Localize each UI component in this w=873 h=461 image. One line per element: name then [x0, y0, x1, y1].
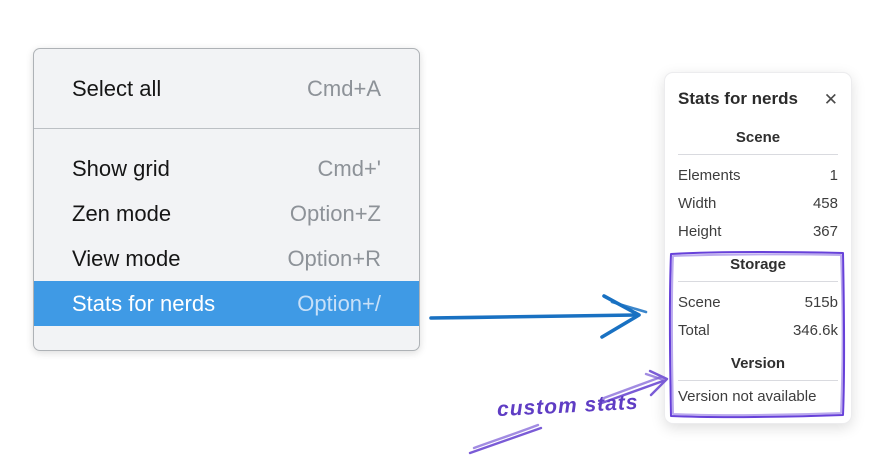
stat-value: 346.6k — [792, 321, 838, 339]
menu-item-shortcut: Option+R — [287, 245, 381, 271]
menu-item-shortcut: Cmd+' — [317, 155, 382, 181]
stats-panel-header: Stats for nerds ✕ — [678, 86, 838, 112]
section-storage: Storage Scene 515b Total 346.6k — [678, 255, 838, 344]
menu-item-shortcut: Option+Z — [289, 200, 381, 226]
blue-arrow — [429, 294, 648, 339]
custom-stats-arrow-tail — [468, 423, 543, 455]
menu-item-select-all[interactable]: Select all Cmd+A — [34, 66, 419, 111]
stat-value: 458 — [812, 194, 838, 212]
stats-panel-title: Stats for nerds — [678, 89, 798, 108]
context-menu: Select all Cmd+A Show grid Cmd+' Zen mod… — [33, 48, 420, 351]
section-divider — [678, 281, 838, 282]
stat-row-width: Width 458 — [678, 189, 838, 217]
close-icon[interactable]: ✕ — [823, 89, 838, 109]
stats-panel: Stats for nerds ✕ Scene Elements 1 Width… — [664, 72, 852, 424]
stat-label: Scene — [678, 293, 721, 311]
stat-label: Elements — [678, 166, 741, 184]
menu-item-label: View mode — [72, 245, 181, 271]
section-version: Version Version not available — [678, 354, 838, 407]
custom-stats-label: custom stats — [496, 390, 640, 422]
menu-item-zen-mode[interactable]: Zen mode Option+Z — [34, 191, 419, 236]
stat-row-elements: Elements 1 — [678, 161, 838, 189]
stat-value: 1 — [829, 166, 838, 184]
menu-item-label: Stats for nerds — [72, 290, 216, 316]
menu-item-label: Show grid — [72, 155, 170, 181]
version-note: Version not available — [678, 388, 817, 405]
menu-item-shortcut: Option+/ — [297, 290, 381, 316]
stat-value: 367 — [812, 222, 838, 240]
stat-row-height: Height 367 — [678, 217, 838, 245]
stat-value: 515b — [804, 293, 838, 311]
stat-label: Total — [678, 321, 710, 339]
menu-item-show-grid[interactable]: Show grid Cmd+' — [34, 146, 419, 191]
section-header: Version — [730, 355, 786, 372]
section-scene: Scene Elements 1 Width 458 Height 367 — [678, 128, 838, 245]
stat-label: Height — [678, 222, 722, 240]
stat-label: Width — [678, 194, 717, 212]
section-header: Scene — [735, 129, 781, 146]
menu-item-label: Zen mode — [72, 200, 172, 226]
stat-row-scene-storage: Scene 515b — [678, 288, 838, 316]
stat-row-total-storage: Total 346.6k — [678, 316, 838, 344]
section-divider — [678, 154, 838, 155]
section-header: Storage — [730, 256, 786, 273]
menu-item-view-mode[interactable]: View mode Option+R — [34, 236, 419, 281]
menu-item-label: Select all — [72, 75, 162, 101]
menu-item-stats-for-nerds[interactable]: Stats for nerds Option+/ — [34, 281, 419, 326]
section-divider — [678, 380, 838, 381]
menu-divider — [34, 128, 419, 129]
menu-item-shortcut: Cmd+A — [307, 75, 381, 101]
